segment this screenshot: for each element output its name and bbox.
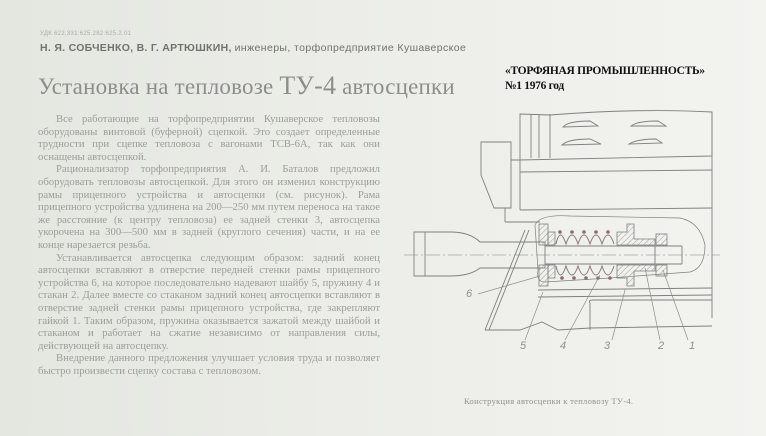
label-2: 2	[658, 340, 665, 352]
paragraph-3: Устанавливается автосцепка следующим обр…	[38, 251, 380, 352]
label-6: 6	[466, 288, 473, 300]
article-title: Установка на тепловозе ТУ-4 автосцепки	[38, 71, 455, 101]
coupler-diagram	[400, 100, 766, 431]
udk-code: УДК 622.331:625.282:625.2.01	[40, 31, 132, 37]
authors-line: Н. Я. СОБЧЕНКО, В. Г. АРТЮШКИН, инженеры…	[40, 42, 466, 54]
paragraph-4: Внедрение данного предложения улучшает у…	[38, 352, 380, 377]
label-4: 4	[560, 340, 567, 352]
figure-caption: Конструкция автосцепки к тепловозу ТУ-4.	[464, 396, 634, 406]
title-model: ТУ-4	[279, 71, 337, 100]
article-body: Все работающие на торфопредприятии Кушав…	[38, 113, 380, 377]
label-5: 5	[520, 340, 527, 352]
journal-reference: «ТОРФЯНАЯ ПРОМЫШЛЕННОСТЬ» №1 1976 год	[505, 64, 705, 94]
journal-issue: №1 1976 год	[505, 80, 564, 92]
author-names: Н. Я. СОБЧЕНКО, В. Г. АРТЮШКИН,	[40, 42, 232, 54]
title-part-1: Установка на тепловозе	[38, 74, 280, 99]
paragraph-2: Рационализатор торфопредприятия А. И. Ба…	[38, 163, 380, 251]
label-3: 3	[604, 340, 611, 352]
journal-name: «ТОРФЯНАЯ ПРОМЫШЛЕННОСТЬ»	[505, 65, 705, 77]
label-1: 1	[689, 340, 696, 352]
title-part-3: автосцепки	[336, 74, 455, 99]
author-affiliation: инженеры, торфопредприятие Кушаверское	[234, 42, 467, 54]
paragraph-1: Все работающие на торфопредприятии Кушав…	[38, 113, 380, 163]
diagram-drawing	[404, 110, 720, 341]
